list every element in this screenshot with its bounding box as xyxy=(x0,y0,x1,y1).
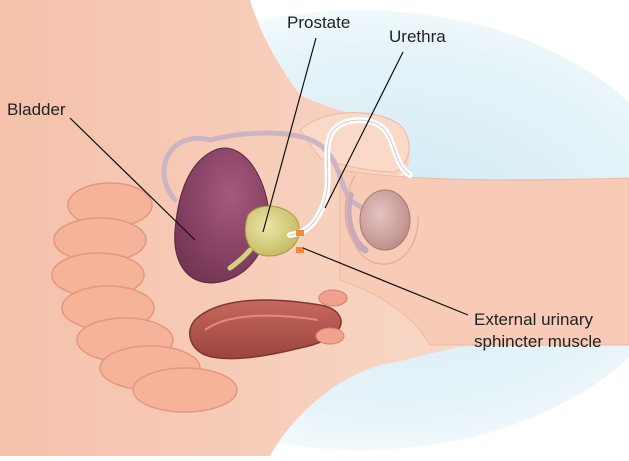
testis xyxy=(360,190,410,250)
label-sphincter-line2: sphincter muscle xyxy=(474,331,602,353)
prostate-shape xyxy=(245,206,299,256)
label-external-urinary-sphincter: External urinary sphincter muscle xyxy=(474,309,602,353)
sphincter-upper xyxy=(296,230,304,236)
label-bladder: Bladder xyxy=(7,100,66,120)
label-urethra: Urethra xyxy=(389,27,446,47)
anal-tissue-lower xyxy=(316,328,344,344)
sphincter-lower xyxy=(296,247,304,253)
anal-tissue-upper xyxy=(319,290,347,306)
label-prostate: Prostate xyxy=(287,13,350,33)
label-sphincter-line1: External urinary xyxy=(474,309,602,331)
